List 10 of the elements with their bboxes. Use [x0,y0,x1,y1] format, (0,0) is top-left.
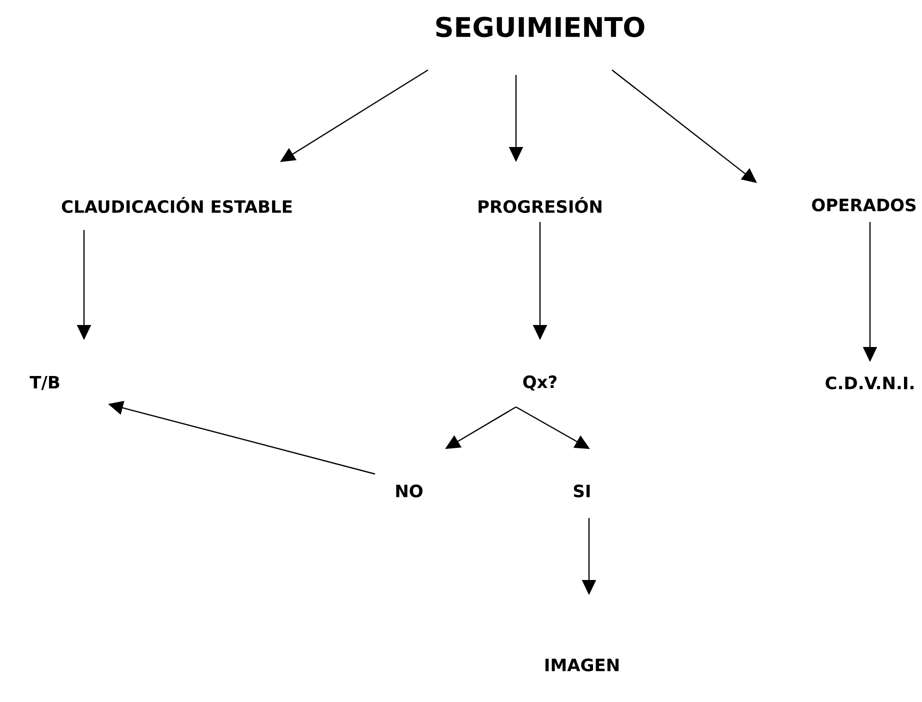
node-label: IMAGEN [545,658,619,672]
node-label: OPERADOS [812,198,916,212]
node-label: PROGRESIÓN [478,197,602,213]
node-label: SI [574,484,590,498]
node-label: NO [396,484,422,498]
node-label: T/B [30,376,60,390]
node-label: Qx? [523,375,557,391]
node-label: CLAUDICACIÓN ESTABLE [62,197,292,213]
title-text: SEGUIMIENTO [436,16,644,38]
node-label: C.D.V.N.I. [826,376,914,390]
